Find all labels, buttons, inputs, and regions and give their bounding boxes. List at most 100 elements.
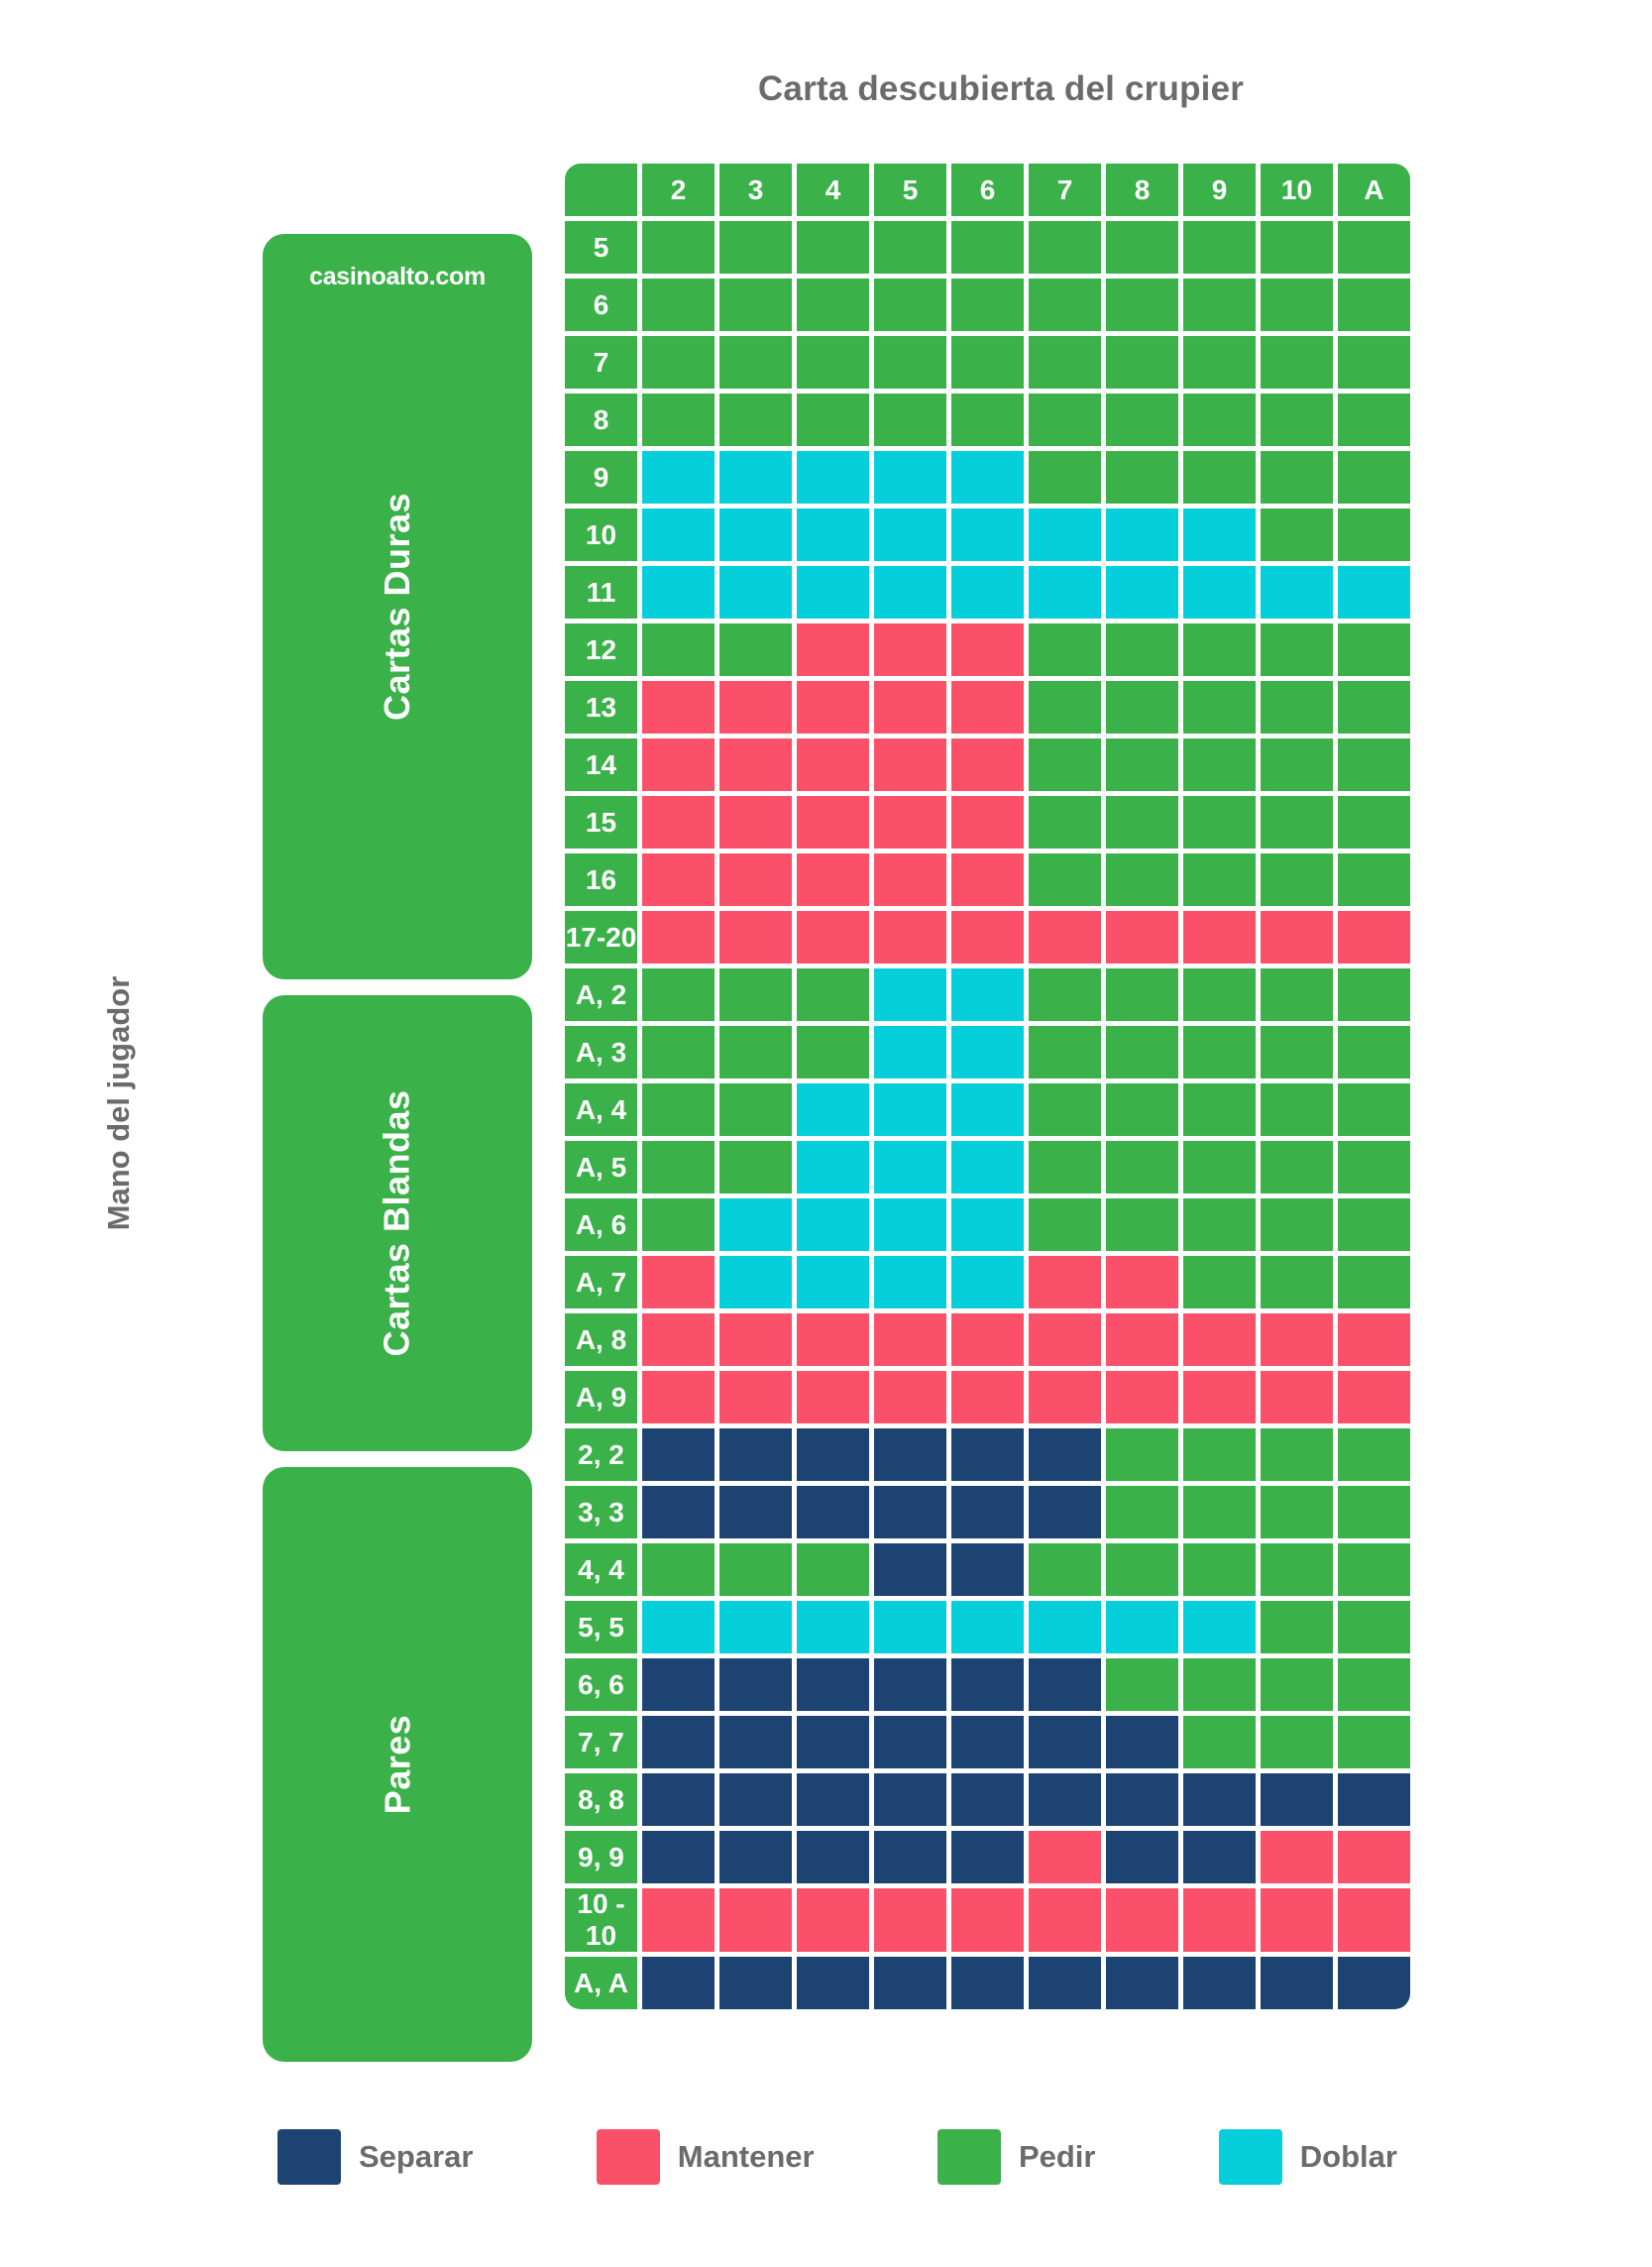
strategy-cell (797, 336, 869, 389)
strategy-cell (797, 1773, 869, 1826)
strategy-cell (951, 738, 1024, 791)
strategy-cell (951, 853, 1024, 906)
player-hand-label: 14 (565, 738, 637, 791)
player-hand-label: A, 3 (565, 1026, 637, 1078)
strategy-cell (719, 681, 792, 734)
strategy-cell (951, 1888, 1024, 1952)
table-row: 9 (565, 451, 1410, 504)
strategy-cell (1029, 681, 1101, 734)
strategy-cell (1338, 1601, 1410, 1653)
strategy-cell (1029, 1428, 1101, 1481)
player-hand-label: 3, 3 (565, 1486, 637, 1538)
strategy-cell (1261, 1428, 1333, 1481)
dealer-upcard-header-7: 7 (1029, 164, 1101, 216)
strategy-cell (1106, 1486, 1178, 1538)
strategy-cell (642, 451, 715, 504)
strategy-cell (1261, 738, 1333, 791)
strategy-cell (797, 451, 869, 504)
player-hand-label: 9 (565, 451, 637, 504)
strategy-cell (874, 1601, 946, 1653)
strategy-cell (642, 1831, 715, 1883)
strategy-cell (719, 1083, 792, 1136)
table-row: A, 5 (565, 1141, 1410, 1193)
table-row: A, 2 (565, 968, 1410, 1021)
dealer-upcard-header-4: 4 (797, 164, 869, 216)
strategy-cell (1261, 623, 1333, 676)
strategy-cell (1261, 853, 1333, 906)
strategy-cell (1183, 738, 1256, 791)
player-hand-label: 9, 9 (565, 1831, 637, 1883)
strategy-cell (642, 853, 715, 906)
strategy-cell (1106, 1313, 1178, 1366)
strategy-cell (1029, 1957, 1101, 2009)
strategy-cell (874, 1957, 946, 2009)
page-title: Carta descubierta del crupier (757, 69, 1245, 108)
strategy-cell (874, 623, 946, 676)
player-hand-label: 17-20 (565, 911, 637, 963)
strategy-cell (719, 1198, 792, 1251)
strategy-cell (951, 1773, 1024, 1826)
player-hand-label: 13 (565, 681, 637, 734)
strategy-cell (1338, 968, 1410, 1021)
strategy-cell (1183, 221, 1256, 274)
strategy-cell (719, 566, 792, 619)
strategy-cell (1261, 681, 1333, 734)
strategy-cell (797, 1083, 869, 1136)
table-row: 3, 3 (565, 1486, 1410, 1538)
strategy-cell (642, 1371, 715, 1423)
strategy-cell (1029, 1198, 1101, 1251)
strategy-cell (1183, 1716, 1256, 1768)
strategy-cell (1029, 968, 1101, 1021)
strategy-cell (874, 1026, 946, 1078)
player-hand-label: 16 (565, 853, 637, 906)
strategy-cell (874, 853, 946, 906)
player-hand-label: A, 7 (565, 1256, 637, 1308)
strategy-cell (1338, 623, 1410, 676)
strategy-cell (874, 221, 946, 274)
strategy-cell (1338, 1256, 1410, 1308)
strategy-cell (1183, 968, 1256, 1021)
strategy-cell (797, 1026, 869, 1078)
strategy-cell (719, 451, 792, 504)
strategy-cell (1106, 394, 1178, 446)
strategy-cell (1183, 911, 1256, 963)
strategy-cell (642, 1313, 715, 1366)
player-hand-label: A, 2 (565, 968, 637, 1021)
strategy-cell (1261, 1773, 1333, 1826)
strategy-cell (1183, 623, 1256, 676)
strategy-cell (874, 1428, 946, 1481)
strategy-cell (1338, 1543, 1410, 1596)
strategy-cell (1106, 796, 1178, 849)
strategy-cell (1029, 1716, 1101, 1768)
table-row: 6 (565, 279, 1410, 331)
player-hand-label: 11 (565, 566, 637, 619)
strategy-cell (1261, 509, 1333, 561)
strategy-cell (797, 681, 869, 734)
strategy-cell (951, 221, 1024, 274)
player-hand-label: A, 8 (565, 1313, 637, 1366)
strategy-cell (797, 279, 869, 331)
table-row: A, A (565, 1957, 1410, 2009)
strategy-cell (1029, 623, 1101, 676)
strategy-cell (797, 1428, 869, 1481)
strategy-cell (642, 1658, 715, 1711)
strategy-cell (1106, 1256, 1178, 1308)
section-card-cartas-duras: casinoalto.com Cartas Duras (263, 234, 532, 979)
strategy-cell (719, 279, 792, 331)
header-corner-cell (565, 164, 637, 216)
dealer-upcard-header-5: 5 (874, 164, 946, 216)
strategy-cell (642, 336, 715, 389)
strategy-cell (642, 1888, 715, 1952)
strategy-cell (1029, 394, 1101, 446)
strategy-cell (1338, 1957, 1410, 2009)
strategy-cell (951, 623, 1024, 676)
player-hand-label: 8 (565, 394, 637, 446)
strategy-cell (797, 1658, 869, 1711)
strategy-cell (1106, 451, 1178, 504)
strategy-cell (1029, 1658, 1101, 1711)
legend-item-stand: Mantener (596, 2129, 815, 2185)
strategy-cell (1106, 1888, 1178, 1952)
